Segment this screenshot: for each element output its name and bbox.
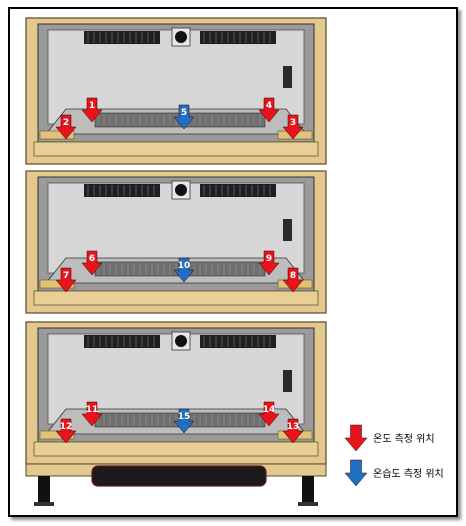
marker-5-shape <box>173 104 195 130</box>
marker-2-shape <box>55 114 77 140</box>
tier-base <box>33 290 319 306</box>
marker-15-number: 15 <box>178 412 191 422</box>
marker-15: 15 <box>173 408 195 434</box>
marker-5-number: 5 <box>181 108 187 118</box>
marker-6-shape <box>81 250 103 276</box>
marker-8-shape <box>282 267 304 293</box>
marker-15-shape <box>173 408 195 434</box>
tray-foot-left <box>39 130 75 140</box>
stand-foot-left <box>34 502 54 506</box>
chamber-tier-middle <box>25 170 327 314</box>
fan-icon <box>175 335 187 347</box>
vent-right <box>200 31 276 44</box>
marker-2: 2 <box>55 114 77 140</box>
vent-left <box>84 335 160 348</box>
marker-8-number: 8 <box>290 271 296 281</box>
marker-13: 13 <box>282 418 304 444</box>
marker-2-number: 2 <box>63 118 69 128</box>
stand-leg-left <box>38 476 50 506</box>
stand-drawer <box>91 465 267 487</box>
marker-7: 7 <box>55 267 77 293</box>
marker-12-number: 12 <box>60 422 73 432</box>
marker-6-number: 6 <box>89 254 95 264</box>
legend-temp-humidity-arrow <box>344 459 368 487</box>
marker-3-shape <box>282 114 304 140</box>
fan-icon <box>175 31 187 43</box>
fan-icon <box>175 184 187 196</box>
side-sensor-box <box>283 370 292 392</box>
marker-9-shape <box>258 250 280 276</box>
vent-right <box>200 184 276 197</box>
marker-13-shape <box>282 418 304 444</box>
legend-temperature-arrow-shape <box>344 424 368 452</box>
vent-left <box>84 184 160 197</box>
vent-right <box>200 335 276 348</box>
legend-temperature-arrow <box>344 424 368 452</box>
marker-12-shape <box>55 418 77 444</box>
chamber-tier-upper <box>25 17 327 165</box>
marker-7-number: 7 <box>63 271 69 281</box>
marker-8: 8 <box>282 267 304 293</box>
marker-1-number: 1 <box>89 101 95 111</box>
marker-3-number: 3 <box>290 118 296 128</box>
marker-1: 1 <box>81 97 103 123</box>
stand-leg-right <box>302 476 314 506</box>
marker-11-shape <box>81 401 103 427</box>
marker-9: 9 <box>258 250 280 276</box>
marker-7-shape <box>55 267 77 293</box>
marker-10-number: 10 <box>178 261 191 271</box>
marker-1-shape <box>81 97 103 123</box>
marker-5: 5 <box>173 104 195 130</box>
marker-10: 10 <box>173 257 195 283</box>
marker-3: 3 <box>282 114 304 140</box>
side-sensor-box <box>283 219 292 241</box>
marker-9-number: 9 <box>266 254 272 264</box>
side-sensor-box <box>283 66 292 88</box>
vent-left <box>84 31 160 44</box>
marker-14: 14 <box>258 401 280 427</box>
marker-14-number: 14 <box>263 405 276 415</box>
stand-foot-right <box>298 502 318 506</box>
marker-6: 6 <box>81 250 103 276</box>
legend-temp-humidity-arrow-shape <box>344 459 368 487</box>
marker-4-number: 4 <box>266 101 272 111</box>
marker-12: 12 <box>55 418 77 444</box>
chamber-tier-lower <box>25 321 327 465</box>
tier-base <box>33 441 319 457</box>
marker-14-shape <box>258 401 280 427</box>
marker-10-shape <box>173 257 195 283</box>
marker-4: 4 <box>258 97 280 123</box>
marker-4-shape <box>258 97 280 123</box>
marker-11-number: 11 <box>86 405 99 415</box>
marker-13-number: 13 <box>287 422 300 432</box>
tier-base <box>33 141 319 157</box>
marker-11: 11 <box>81 401 103 427</box>
